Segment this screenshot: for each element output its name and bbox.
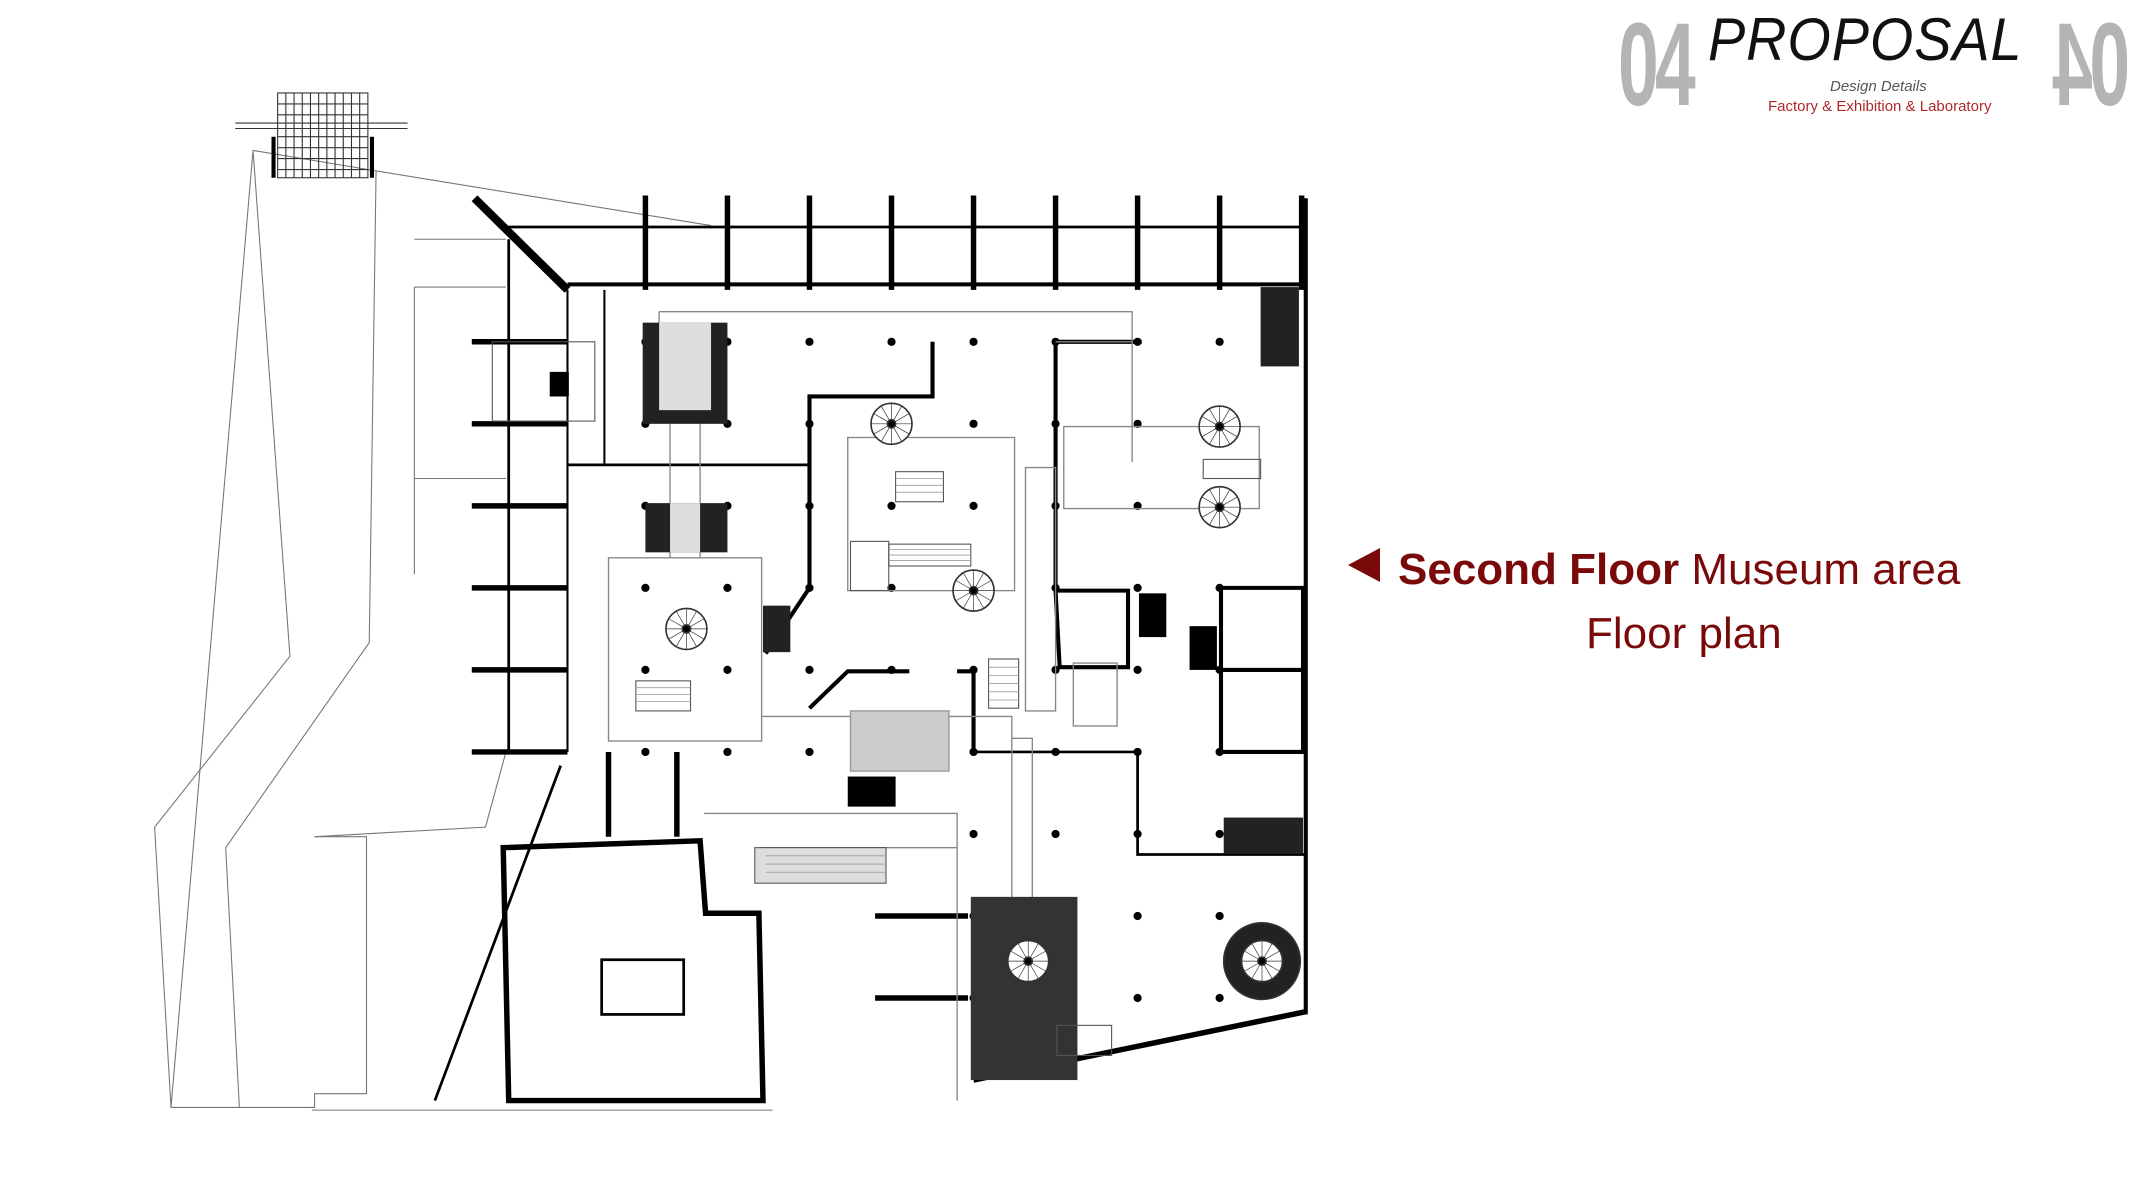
area-name: Museum area [1691, 545, 1961, 594]
section-subtitle: Design Details [1830, 78, 1927, 95]
column [969, 665, 978, 675]
column [641, 665, 650, 675]
column [969, 419, 978, 428]
column [1215, 993, 1224, 1003]
spiral-stair [1222, 922, 1302, 1001]
column [805, 419, 814, 428]
plan-caption: Second Floor Museum area [1348, 548, 1960, 592]
column [1051, 829, 1060, 839]
facade-fins [471, 195, 1305, 755]
section-tagline: Factory & Exhibition & Laboratory [1768, 98, 1992, 115]
spiral-stair [1006, 939, 1050, 983]
column [805, 501, 814, 510]
column [1051, 747, 1060, 757]
spiral-stair [952, 569, 995, 612]
left-triangle-icon [1348, 548, 1380, 582]
column [969, 747, 978, 757]
column [1051, 419, 1060, 428]
column [723, 583, 732, 592]
column [723, 747, 732, 757]
column [1215, 583, 1224, 592]
column [1215, 829, 1224, 839]
column [887, 337, 896, 346]
spiral-stair [870, 402, 913, 446]
spiral-stair [1198, 405, 1241, 448]
column [887, 665, 896, 675]
spiral-stair [665, 607, 708, 651]
section-number-mirrored: 04 [2056, 0, 2130, 131]
walls [433, 195, 1308, 1104]
column [805, 747, 814, 757]
column [1133, 665, 1142, 675]
column [1133, 993, 1142, 1003]
column [1215, 337, 1224, 346]
walkways [607, 311, 1260, 1101]
column [1133, 583, 1142, 592]
column [1133, 911, 1142, 921]
dark-stair-blocks [549, 287, 1304, 1081]
column [805, 337, 814, 346]
column [969, 501, 978, 510]
spiral-staircases [665, 402, 1302, 1001]
bridge [235, 92, 408, 179]
column [1215, 911, 1224, 921]
straight-stairs [491, 341, 1262, 1056]
column [641, 583, 650, 592]
column [969, 829, 978, 839]
column [805, 583, 814, 592]
column [1215, 747, 1224, 757]
column [1133, 337, 1142, 346]
column [1215, 665, 1224, 675]
column [723, 665, 732, 675]
plan-label: Floor plan [1586, 609, 1782, 658]
column [1133, 747, 1142, 757]
column [887, 501, 896, 510]
floor-name: Second Floor [1398, 545, 1680, 594]
spiral-stair [1198, 485, 1241, 529]
section-number: 04 [1618, 0, 1696, 131]
column [805, 665, 814, 675]
column [969, 337, 978, 346]
column [641, 747, 650, 757]
stair-hatching [635, 478, 1019, 873]
section-title: PROPOSAL [1708, 6, 2023, 73]
column [1133, 829, 1142, 839]
